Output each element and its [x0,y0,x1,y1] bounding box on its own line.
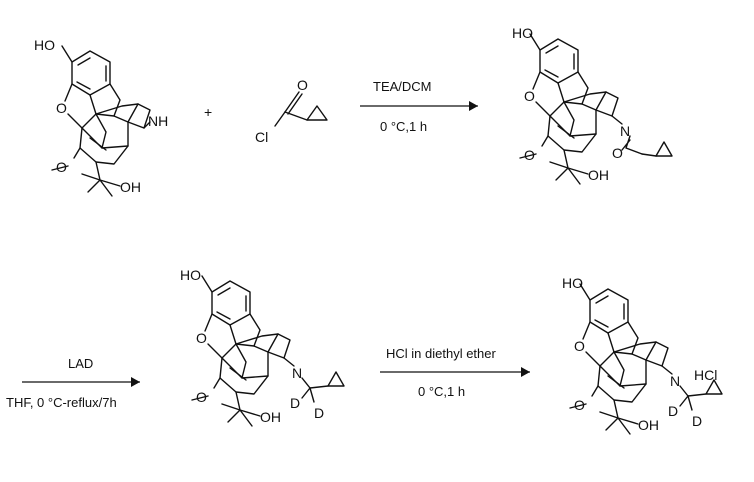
reagent-o-label: O [297,77,308,93]
m3-n-label: N [292,365,302,381]
reaction-arrow-1: TEA/DCM 0 °C,1 h [360,79,478,134]
m4-ring-o-label: O [574,338,585,354]
m2-oh-side-label: OH [588,167,609,183]
m2-ome-o-label: O [524,147,535,163]
m4-d1-label: D [668,403,678,419]
m2-amide-o-label: O [612,145,623,161]
plus-sign: + [204,104,212,120]
step-1-conditions-below: 0 °C,1 h [380,119,427,134]
m3-d1-label: D [290,395,300,411]
step-3-conditions-below: 0 °C,1 h [418,384,465,399]
step-2-conditions-above: LAD [68,356,93,371]
m2-ring-o-label: O [524,88,535,104]
m4-hcl-label: HCl [694,367,717,383]
m3-oh-side-label: OH [260,409,281,425]
m4-d2-label: D [692,413,702,429]
m2-n-label: N [620,123,630,139]
m1-oh-side-label: OH [120,179,141,195]
m2-oh-label: HO [512,25,533,41]
molecule-3-deuterated: HO O N D D O OH [180,267,345,427]
m3-ring-o-label: O [196,330,207,346]
molecule-4-hcl-salt: HO O N HCl D D O OH [562,275,723,435]
m1-ome-o-label: O [56,159,67,175]
m3-ome-o-label: O [196,389,207,405]
m3-oh-label: HO [180,267,201,283]
step-1-conditions-above: TEA/DCM [373,79,432,94]
molecule-2-amide: HO O N O O OH [512,25,673,185]
step-2-conditions-below: THF, 0 °C-reflux/7h [6,395,117,410]
step-3-conditions-above: HCl in diethyl ether [386,346,496,361]
m1-oh-label: HO [34,37,55,53]
m1-nh-label: NH [148,113,168,129]
molecule-1: HO O NH O OH [34,37,168,197]
reaction-arrow-3: HCl in diethyl ether 0 °C,1 h [380,346,530,399]
reagent-acid-chloride: O Cl [255,77,328,145]
m4-oh-label: HO [562,275,583,291]
reagent-cl-label: Cl [255,129,268,145]
m1-ring-o-label: O [56,100,67,116]
m4-oh-side-label: OH [638,417,659,433]
reaction-arrow-2: LAD THF, 0 °C-reflux/7h [6,356,140,410]
m4-n-label: N [670,373,680,389]
m3-d2-label: D [314,405,324,421]
m4-ome-o-label: O [574,397,585,413]
